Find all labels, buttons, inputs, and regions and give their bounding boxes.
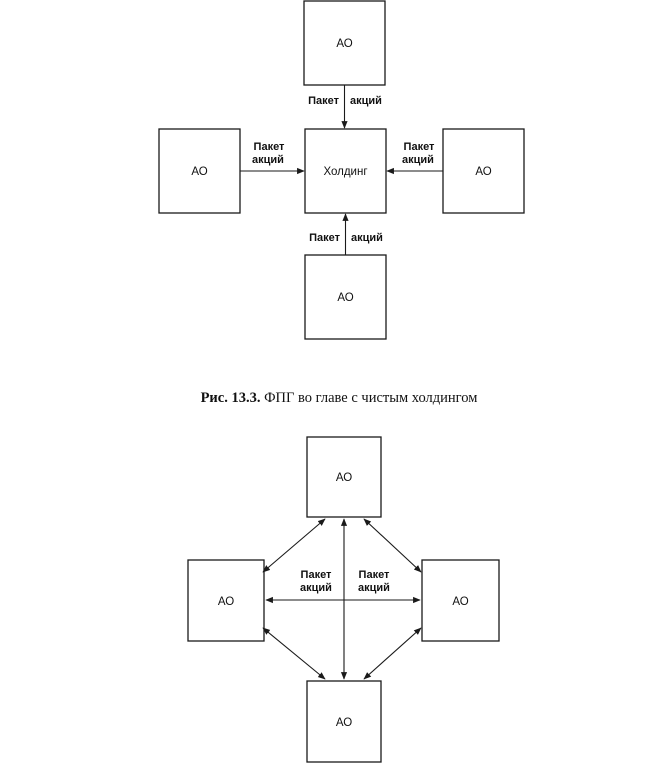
ao-box-bottom-label: АО [337,292,353,304]
cross-ownership-diagram: АО АО АО АО Пакет акций Пакет акций [187,436,500,763]
ao-box-left-label: АО [191,166,207,178]
label2-right-1: Пакет [359,569,391,581]
ao-box-left: АО [158,128,241,214]
label2-right-2: акций [358,582,390,594]
ao-box-2-right: АО [421,559,500,642]
arrow-top-right [363,518,422,573]
ao-box-right: АО [442,128,525,214]
caption-text: ФПГ во главе с чистым холдингом [260,390,477,406]
ao-box-2-left: АО [187,559,265,642]
ao-box-2-right-label: АО [452,596,468,608]
holding-box: Холдинг [304,128,387,214]
ao-box-2-bottom: АО [306,680,382,763]
ao-box-right-label: АО [475,166,491,178]
arrow-left-bottom [262,627,326,680]
label-left-1: Пакет [254,141,286,153]
label-top-2: акций [350,95,382,107]
ao-box-top-label: АО [336,38,352,50]
ao-box-2-top-label: АО [336,472,352,484]
ao-box-top: АО [303,0,386,86]
holding-diagram: АО АО Холдинг АО АО Пакет акций Пакет ак… [158,0,525,406]
holding-box-label: Холдинг [323,166,367,178]
label-right-1: Пакет [404,141,436,153]
label-bottom-1: Пакет [309,232,341,244]
ao-box-2-top: АО [306,436,382,518]
caption-number: Рис. 13.3. [201,390,261,406]
ao-box-2-left-label: АО [218,596,234,608]
arrow-top-left [262,518,326,573]
ao-box-bottom: АО [304,254,387,340]
label2-left-2: акций [300,582,332,594]
label-right-2: акций [402,154,434,166]
label-bottom-2: акций [351,232,383,244]
label2-left-1: Пакет [301,569,333,581]
ao-box-2-bottom-label: АО [336,717,352,729]
arrow-right-bottom [363,627,422,680]
label-left-2: акций [252,154,284,166]
figure-caption: Рис. 13.3. ФПГ во главе с чистым холдинг… [201,390,478,406]
label-top-1: Пакет [308,95,340,107]
